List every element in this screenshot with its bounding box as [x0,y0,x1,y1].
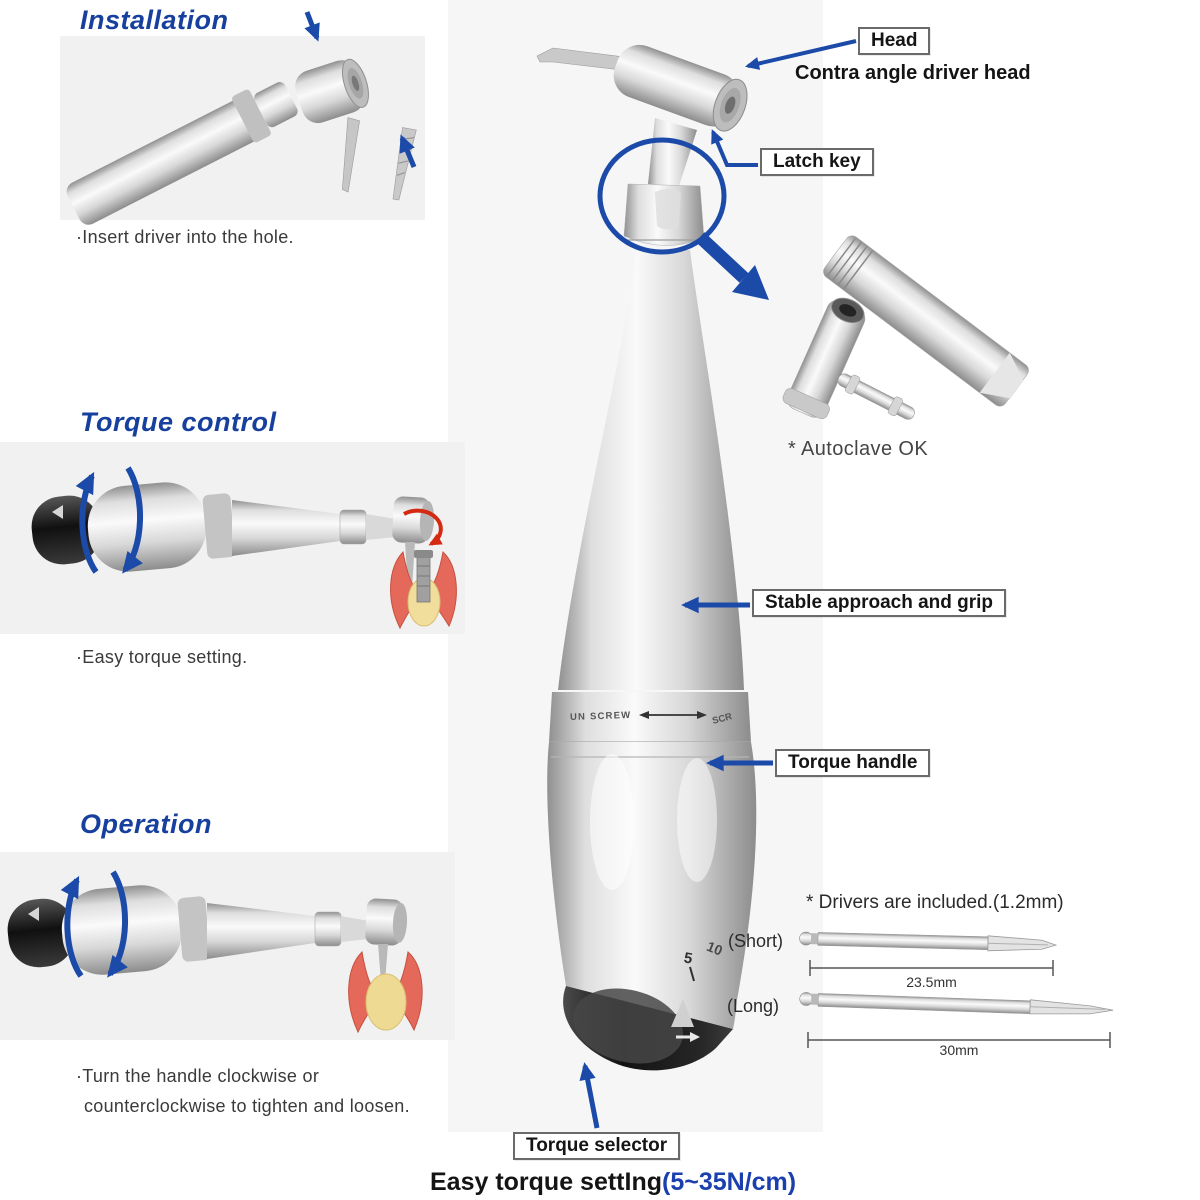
scale-10-marking: 10 [705,938,726,959]
scale-5-marking: 5 [682,949,693,967]
section-title-installation: Installation [80,5,229,35]
main-device-photo: UN SCREW SCR 5 10 [536,44,757,1071]
operation-caption-line2: counterclockwise to tighten and loosen. [84,1096,410,1116]
label-stable-approach-grip: Stable approach and grip [752,589,1007,617]
screw-in-arrow-icon [403,508,443,546]
section-title-torque-control: Torque control [80,407,277,437]
dimension-line-long [807,1032,1111,1048]
contra-angle-head [613,44,748,132]
bit-insert-arrow-icon [399,134,417,168]
operation-caption-line1: ·Turn the handle clockwise or [76,1066,320,1086]
label-latch-key: Latch key [760,148,874,176]
label-head: Head [858,27,931,55]
disassembly-arrow-icon [695,232,769,300]
long-driver-image [799,992,1114,1015]
torque-selector-leader-arrow [579,1062,600,1129]
latch-area-circle-highlight [597,137,727,255]
rotation-arrows-icon [75,466,144,574]
short-driver-image [799,931,1058,952]
driver-short-label: (Short) [728,931,784,951]
latch-key-leader-arrow [711,129,758,167]
unscrew-marking: UN SCREW [570,710,632,723]
tooth-implant-illustration [390,508,457,630]
installation-caption: ·Insert driver into the hole. [76,227,294,247]
label-torque-handle: Torque handle [775,749,931,777]
footer-easy-torque-setting: Easy torque settIng(5~35N/cm) [430,1168,796,1197]
installed-driver-bit [342,117,360,193]
disassembled-parts-photo [782,235,1029,420]
tooth-illustration [348,950,423,1034]
driver-short-length: 23.5mm [906,974,957,990]
driver-long-length: 30mm [939,1042,979,1058]
torque-handle-body [547,742,757,1029]
dimension-line-short [809,960,1054,976]
torque-selector-knob [563,986,733,1071]
unscrew-collar [549,692,751,742]
selector-triangle-marker [671,999,694,1027]
autoclave-note: * Autoclave OK [788,438,929,460]
torque-control-photo [31,466,457,630]
head-leader-arrow [744,39,857,70]
installation-photo [66,11,417,225]
rotation-arrows-icon [60,870,129,978]
label-contra-angle-driver-head: Contra angle driver head [795,62,1031,84]
operation-photo [7,870,423,1034]
drivers-note: * Drivers are included.(1.2mm) [806,892,1064,913]
footer-text-black: Easy torque settIng [430,1168,662,1196]
insert-arrow-icon [304,11,320,42]
section-title-operation: Operation [80,809,213,839]
footer-text-blue: (5~35N/cm) [662,1168,797,1196]
torque-control-caption: ·Easy torque setting. [76,647,248,667]
label-torque-selector: Torque selector [513,1132,681,1160]
driver-long-label: (Long) [727,996,780,1016]
screw-marking: SCR [711,711,733,727]
